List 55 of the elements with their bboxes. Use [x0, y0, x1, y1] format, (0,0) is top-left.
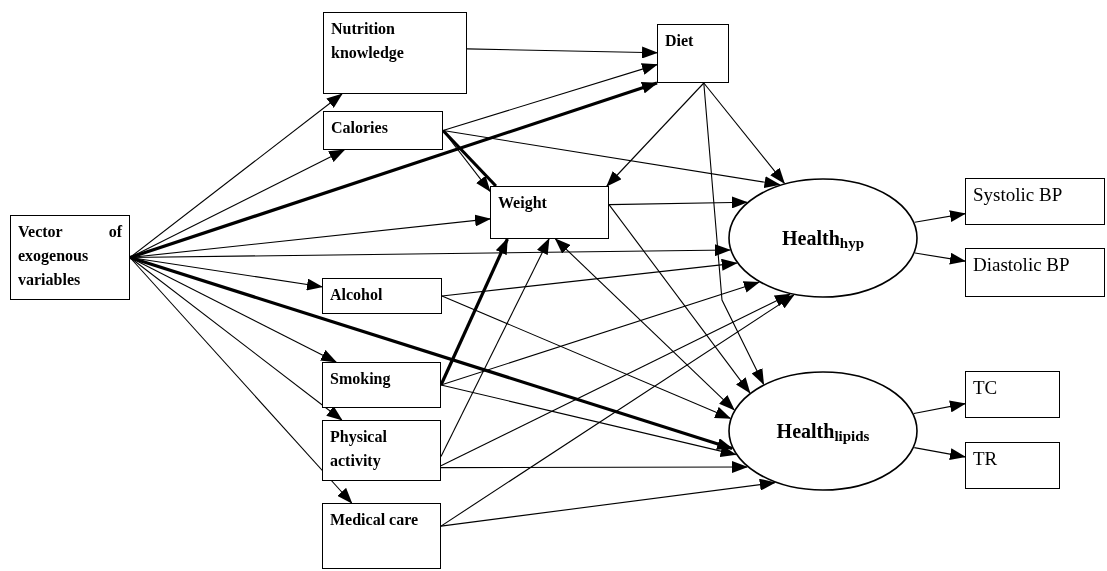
- latent-variable-ellipse: [728, 371, 918, 491]
- arrow: [442, 129, 781, 189]
- arrow: [441, 258, 738, 297]
- arrow: [440, 478, 776, 527]
- node-label: Alcohol: [330, 285, 384, 305]
- variable-box: [323, 111, 443, 150]
- node-label: Health$_{hyp}$: [782, 225, 864, 251]
- arrow: [913, 400, 966, 415]
- variable-box: [322, 503, 441, 569]
- variable-box: [490, 186, 609, 239]
- variable-box: [322, 362, 441, 408]
- arrow: [914, 210, 966, 223]
- node-label: Diet: [665, 31, 695, 51]
- node-label: Weight: [498, 193, 548, 214]
- node-label: Diastolic BP: [973, 253, 1071, 277]
- arrow: [441, 295, 732, 419]
- arrow: [608, 196, 748, 209]
- arrow: [440, 384, 737, 457]
- node-label: Nutrition knowledge: [331, 19, 405, 64]
- latent-variable-ellipse: [728, 178, 918, 298]
- node-label: Smoking: [330, 369, 392, 390]
- arrow: [703, 82, 765, 386]
- arrow: [440, 294, 795, 527]
- arrow: [913, 447, 966, 461]
- arrow: [440, 461, 748, 474]
- node-label: Vector of exogenous variables: [18, 222, 122, 290]
- variable-box: [657, 24, 729, 83]
- arrow: [439, 238, 509, 386]
- node-label: Physical activity: [330, 427, 388, 472]
- variable-box: [322, 278, 442, 314]
- variable-box: [322, 420, 441, 481]
- node-label: Systolic BP: [973, 183, 1064, 207]
- arrow: [606, 82, 705, 187]
- arrow: [914, 252, 966, 265]
- node-label: Health$_{lipids}$: [776, 418, 870, 444]
- arrow: [466, 46, 658, 59]
- variable-box: [965, 178, 1105, 225]
- arrow: [703, 82, 785, 184]
- node-label: Medical care: [330, 510, 420, 530]
- node-label: TR: [973, 447, 999, 471]
- arrow: [442, 63, 658, 132]
- arrow: [440, 281, 760, 386]
- arrow: [440, 238, 550, 458]
- arrow: [129, 81, 658, 259]
- variable-box: [323, 12, 467, 94]
- variable-box: [965, 248, 1105, 297]
- arrow: [608, 204, 751, 394]
- arrow: [129, 255, 734, 451]
- node-label: TC: [973, 376, 999, 400]
- variable-box: [10, 215, 130, 300]
- node-label: Calories: [331, 118, 389, 138]
- arrow: [440, 293, 791, 467]
- variable-box: [965, 442, 1060, 489]
- arrow: [554, 238, 735, 411]
- variable-box: [965, 371, 1060, 418]
